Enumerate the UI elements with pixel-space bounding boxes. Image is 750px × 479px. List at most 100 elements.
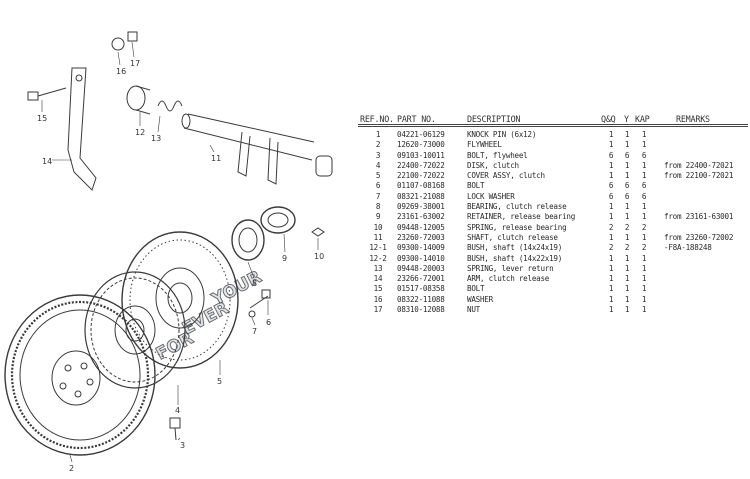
description-cell: FLYWHEEL: [467, 140, 502, 150]
release-spring-part: [311, 227, 325, 237]
callout-11: 11: [211, 154, 221, 163]
qty-2-cell: 1: [624, 232, 630, 242]
clutch-disk-part: [84, 271, 186, 389]
header-remarks: REMARKS: [676, 114, 710, 124]
part-no-cell: 09103-10011: [397, 150, 445, 160]
ref-no-cell: 7: [375, 191, 381, 201]
qty-1-cell: 6: [608, 191, 614, 201]
callout-2: 2: [69, 464, 74, 473]
qty-1-cell: 1: [608, 263, 614, 273]
ref-no-cell: 3: [375, 150, 381, 160]
header-description: DESCRIPTION: [467, 114, 521, 124]
qty-2-cell: 1: [624, 284, 630, 294]
flywheel-part: [4, 294, 156, 456]
exploded-clutch-diagram: FOR EVER YOUR: [4, 31, 333, 473]
qty-2-cell: 6: [624, 191, 630, 201]
callout-17: 17: [130, 59, 140, 68]
qty-2-cell: 2: [624, 222, 630, 232]
part-no-cell: 08322-11088: [397, 294, 445, 304]
callout-9: 9: [282, 254, 287, 263]
remarks-cell: from 23161-63001: [664, 212, 734, 222]
ref-no-cell: 11: [373, 232, 383, 242]
qty-1-cell: 1: [608, 202, 614, 212]
callout-12: 12: [135, 128, 145, 137]
ref-no-cell: 13: [373, 263, 383, 273]
callout-15: 15: [37, 114, 47, 123]
clutch-cover-part: [121, 231, 239, 369]
description-cell: BEARING, clutch release: [467, 202, 567, 212]
qty-3-cell: 1: [641, 232, 647, 242]
qty-1-cell: 6: [608, 181, 614, 191]
qty-1-cell: 1: [608, 253, 614, 263]
qty-2-cell: 6: [624, 150, 630, 160]
leader-lines: [41, 41, 319, 463]
qty-3-cell: 1: [641, 160, 647, 170]
qty-1-cell: 1: [608, 284, 614, 294]
release-shaft-part: [181, 113, 333, 185]
table-header: REF.NO. PART NO. DESCRIPTION Q&Q Y KAP R…: [358, 112, 750, 126]
description-cell: BOLT: [467, 284, 485, 294]
callout-6: 6: [266, 318, 271, 327]
callout-10: 10: [314, 252, 324, 261]
ref-no-cell: 9: [375, 212, 381, 222]
header-ref-no: REF.NO.: [360, 114, 394, 124]
header-qty-2: Y: [624, 114, 629, 124]
callout-13: 13: [151, 134, 161, 143]
description-cell: COVER ASSY, clutch: [467, 171, 545, 181]
description-cell: LOCK WASHER: [467, 191, 515, 201]
qty-3-cell: 2: [641, 222, 647, 232]
description-cell: SPRING, release bearing: [467, 222, 567, 232]
remarks-cell: from 22100-72021: [664, 171, 734, 181]
qty-1-cell: 1: [608, 171, 614, 181]
qty-2-cell: 2: [624, 243, 630, 253]
qty-1-cell: 1: [608, 160, 614, 170]
ref-no-cell: 8: [375, 202, 381, 212]
part-no-cell: 09448-12005: [397, 222, 445, 232]
part-no-cell: 22100-72022: [397, 171, 445, 181]
flywheel-bolt-part: [169, 417, 181, 441]
qty-3-cell: 1: [641, 284, 647, 294]
qty-3-cell: 6: [641, 191, 647, 201]
qty-3-cell: 1: [641, 274, 647, 284]
part-no-cell: 12620-73000: [397, 140, 445, 150]
header-part-no: PART NO.: [397, 114, 436, 124]
qty-2-cell: 1: [624, 263, 630, 273]
callout-8: 8: [252, 279, 257, 288]
qty-1-cell: 2: [608, 222, 614, 232]
return-spring-part: [157, 100, 183, 112]
qty-2-cell: 1: [624, 294, 630, 304]
ref-no-cell: 2: [375, 140, 381, 150]
qty-2-cell: 1: [624, 160, 630, 170]
qty-3-cell: 1: [641, 263, 647, 273]
qty-2-cell: 1: [624, 253, 630, 263]
part-no-cell: 23260-72003: [397, 232, 445, 242]
qty-1-cell: 1: [608, 212, 614, 222]
callout-3: 3: [180, 441, 185, 450]
qty-2-cell: 6: [624, 181, 630, 191]
qty-2-cell: 1: [624, 130, 630, 139]
qty-2-cell: 1: [624, 140, 630, 150]
qty-2-cell: 1: [624, 274, 630, 284]
qty-2-cell: 1: [624, 305, 630, 315]
nut-part: [127, 31, 138, 42]
part-no-cell: 09269-38001: [397, 202, 445, 212]
qty-3-cell: 1: [641, 305, 647, 315]
header-rule-top: [358, 124, 748, 125]
qty-1-cell: 6: [608, 150, 614, 160]
header-qty-3: KAP: [635, 114, 650, 124]
callout-numbers: 2 3 4 5 6 7 8 9 10 11 12 13 14 15 16 17: [37, 59, 324, 473]
ref-no-cell: 5: [375, 171, 381, 181]
qty-3-cell: 1: [641, 171, 647, 181]
ref-no-cell: 6: [375, 181, 381, 191]
ref-no-cell: 17: [373, 305, 383, 315]
